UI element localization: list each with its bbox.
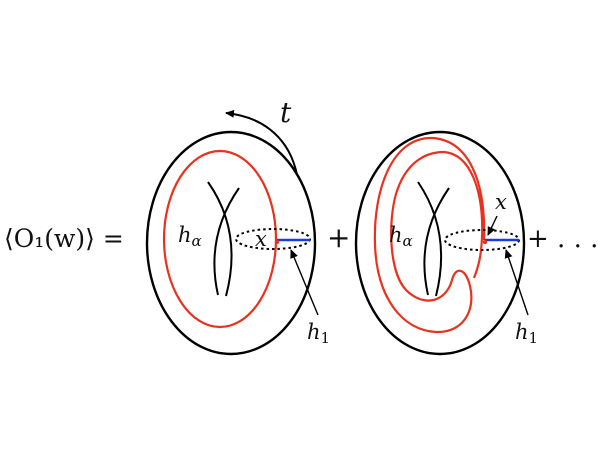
torus-right-red-cycle — [373, 136, 486, 334]
torus-left-hole-upper — [207, 181, 233, 297]
torus-right-hole-upper — [417, 181, 443, 297]
torus-left-hole-lower — [213, 187, 240, 296]
label-x-right: x — [495, 190, 507, 214]
torus-left-point-x — [274, 239, 280, 245]
label-h-alpha-left: hα — [178, 223, 202, 250]
torus-right-point-x — [482, 239, 488, 245]
torus-right-outline — [354, 130, 526, 356]
torus-right-h1-pointer — [504, 249, 529, 316]
label-h1-left: h1 — [307, 320, 330, 347]
time-arrow — [225, 109, 298, 176]
label-t: t — [280, 96, 292, 129]
torus-left-h1-pointer — [290, 249, 319, 316]
label-h1-right: h1 — [515, 320, 538, 347]
torus-right-x-pointer — [487, 215, 498, 236]
label-h-alpha-right: hα — [389, 223, 413, 250]
torus-left — [145, 130, 319, 356]
plus-sign: + — [327, 221, 350, 254]
tail-ellipsis: + . . . — [527, 224, 598, 254]
lhs-expression: ⟨O₁(w)⟩ = — [4, 224, 124, 253]
torus-right — [354, 130, 529, 356]
torus-right-hole-lower — [423, 187, 450, 296]
torus-left-outline — [145, 130, 317, 356]
label-x-left: x — [255, 227, 267, 251]
torus-left-red-cycle — [162, 149, 278, 329]
